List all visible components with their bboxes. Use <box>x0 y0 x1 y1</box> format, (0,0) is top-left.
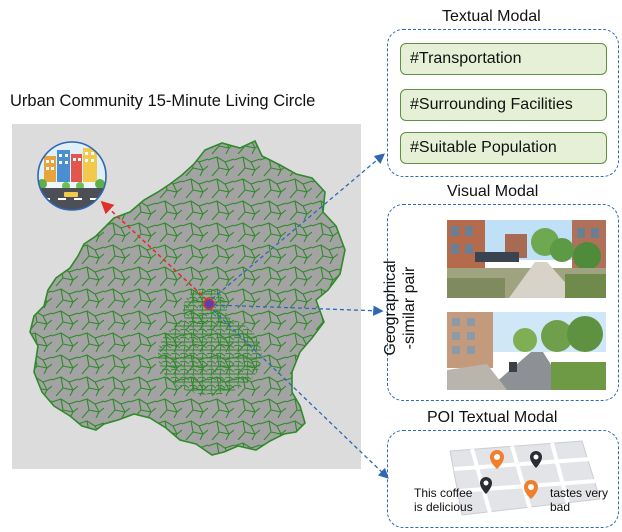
review-negative-line2: bad <box>550 500 571 514</box>
geographical-pair-label: Geographical -similar pair <box>381 248 421 368</box>
poi-map-illustration <box>432 437 602 517</box>
street-photo-2 <box>447 312 606 390</box>
street-photo-1 <box>447 220 606 298</box>
tag-transportation: #Transportation <box>400 43 607 75</box>
review-positive-line2: is delicious <box>414 500 473 514</box>
main-title: Urban Community 15-Minute Living Circle <box>10 92 316 110</box>
tag-suitable-population: #Suitable Population <box>400 132 607 164</box>
poi-modal-heading: POI Textual Modal <box>427 409 558 426</box>
arrow-to-textual-modal <box>211 153 385 300</box>
focus-arrow <box>100 200 208 301</box>
textual-modal-heading: Textual Modal <box>442 8 541 25</box>
community-illustration <box>36 140 108 212</box>
poi-pin-group <box>480 450 542 499</box>
pair-label-line2: -similar pair <box>401 266 418 350</box>
tag-surrounding-facilities: #Surrounding Facilities <box>400 89 607 121</box>
review-negative: tastes very bad <box>550 486 608 514</box>
review-positive-line1: This coffee <box>414 486 473 500</box>
review-positive: This coffee is delicious <box>414 486 473 514</box>
review-negative-line1: tastes very <box>550 486 609 500</box>
visual-modal-box <box>387 204 619 401</box>
poi-modal-box <box>387 430 619 528</box>
textual-modal-box <box>387 29 619 177</box>
arrow-to-poi-modal <box>212 309 389 479</box>
community-marker <box>203 298 215 310</box>
visual-modal-heading: Visual Modal <box>447 183 539 200</box>
pair-label-line1: Geographical <box>382 260 399 356</box>
